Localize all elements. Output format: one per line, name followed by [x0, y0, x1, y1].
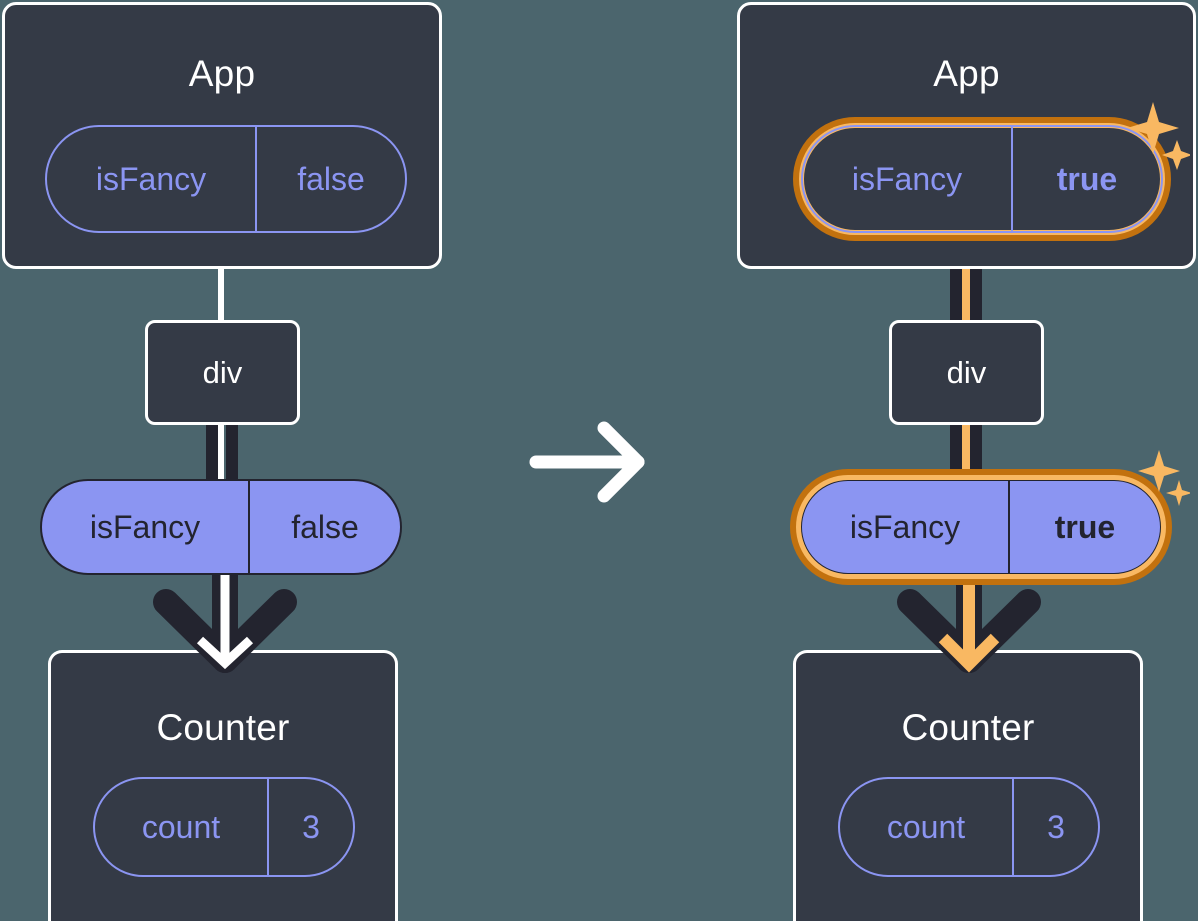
counter-state-key-after: count — [886, 808, 966, 845]
props-value-after: true — [1008, 481, 1160, 573]
props-pill-after: isFancy true — [800, 479, 1162, 575]
div-element-label-after: div — [946, 354, 987, 390]
app-panel-before: App isFancy false — [2, 2, 442, 269]
app-state-value-before: false — [255, 127, 405, 231]
counter-state-value-before: 3 — [267, 779, 353, 875]
app-panel-after: App isFancy true — [737, 2, 1196, 269]
app-state-pill-before: isFancy false — [45, 125, 407, 233]
div-element-before: div — [145, 320, 300, 425]
app-state-key-before: isFancy — [95, 160, 207, 197]
app-state-pill-after: isFancy true — [801, 125, 1163, 233]
div-element-after: div — [889, 320, 1044, 425]
transition-arrow-icon — [529, 421, 645, 503]
props-key-after: isFancy — [849, 508, 961, 545]
app-state-value-after: true — [1011, 127, 1161, 231]
connector-div-to-props-core-before — [218, 421, 224, 483]
props-arrow-before — [153, 568, 297, 673]
app-state-key-after: isFancy — [851, 160, 963, 197]
app-title-after: App — [933, 53, 1000, 94]
app-title-before: App — [188, 53, 256, 94]
div-element-label-before: div — [202, 354, 243, 390]
connector-div-to-props-core-after — [962, 421, 970, 483]
counter-state-pill-before: count 3 — [93, 777, 355, 877]
counter-panel-before: Counter count 3 — [48, 650, 398, 921]
props-key-before: isFancy — [89, 508, 201, 545]
counter-state-value-after: 3 — [1012, 779, 1098, 875]
props-value-before: false — [248, 481, 400, 573]
counter-state-pill-after: count 3 — [838, 777, 1100, 877]
connector-div-to-props-left-rail-after — [950, 421, 962, 483]
counter-panel-after: Counter count 3 — [793, 650, 1143, 921]
counter-state-key-before: count — [141, 808, 221, 845]
counter-title-before: Counter — [156, 707, 290, 748]
connector-div-to-props-right-rail-after — [970, 421, 982, 483]
counter-title-after: Counter — [901, 707, 1035, 748]
connector-div-to-props-right-rail-before — [226, 421, 238, 483]
props-pill-before: isFancy false — [40, 479, 402, 575]
props-arrow-after — [897, 568, 1041, 673]
connector-div-to-props-left-rail-before — [206, 421, 218, 483]
connector-app-to-div-before — [218, 266, 224, 324]
